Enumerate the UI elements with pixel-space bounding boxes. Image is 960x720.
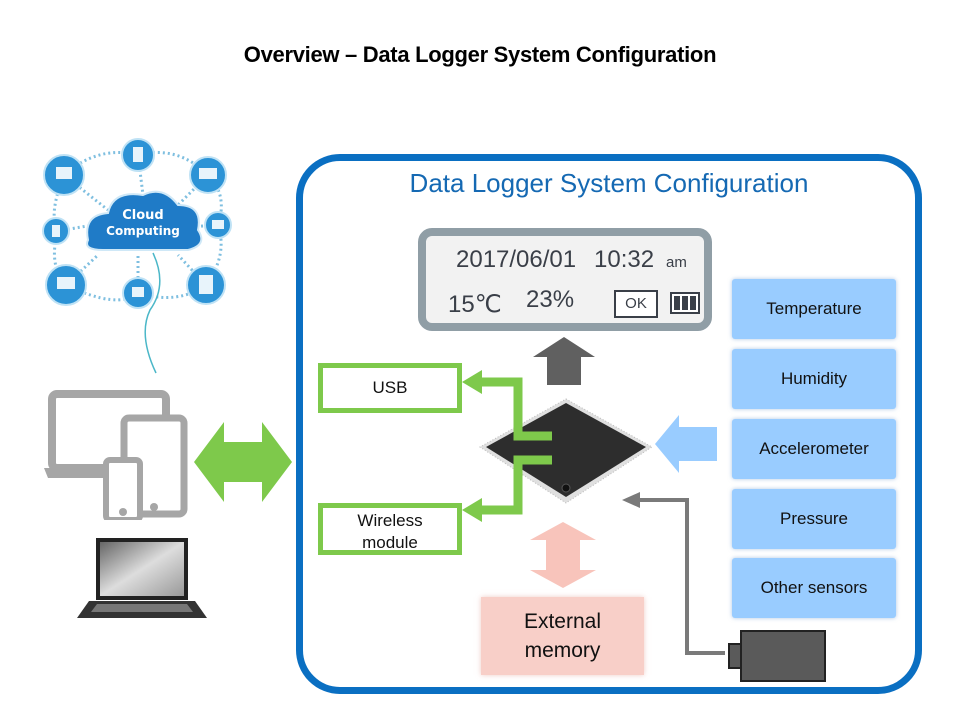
- memory-bidirectional-arrow-icon: [530, 522, 596, 588]
- wireless-module-box: Wireless module: [318, 503, 462, 555]
- arrow-to-chip-icon: [622, 492, 640, 508]
- arrow-to-wireless-icon: [462, 498, 482, 522]
- external-memory-box: External memory: [481, 597, 644, 675]
- connection-line: [144, 252, 161, 374]
- system-config-frame: [296, 154, 922, 694]
- battery-device-icon: [740, 630, 826, 682]
- sensor-other: Other sensors: [732, 558, 896, 618]
- lcd-ampm: am: [666, 254, 687, 271]
- usb-interface-box: USB: [318, 363, 462, 413]
- sensor-input-arrow-icon: [655, 415, 717, 473]
- cloud-computing-illustration: Cloud Computing: [42, 138, 232, 374]
- battery-icon: [670, 292, 700, 314]
- lcd-date: 2017/06/01: [456, 246, 577, 273]
- wireless-label-1: Wireless: [357, 511, 423, 530]
- cloud-icon: [86, 190, 203, 251]
- sensor-temperature: Temperature: [732, 279, 896, 339]
- lcd-temperature: 15℃: [448, 291, 502, 318]
- microcontroller-chip-icon: [479, 398, 653, 504]
- lcd-status-ok: OK: [614, 290, 658, 318]
- laptop-icon: [77, 538, 207, 618]
- arrow-to-usb-icon: [462, 370, 482, 394]
- frame-title: Data Logger System Configuration: [409, 168, 809, 198]
- lcd-humidity: 23%: [526, 286, 575, 313]
- bidirectional-arrow-icon: [194, 422, 292, 502]
- sensor-accelerometer: Accelerometer: [732, 419, 896, 479]
- sensor-humidity: Humidity: [732, 349, 896, 409]
- memory-label-2: memory: [524, 639, 601, 662]
- devices-icon: [44, 390, 188, 520]
- up-arrow-icon: [533, 337, 595, 385]
- wireless-label-2: module: [362, 533, 418, 552]
- lcd-time: 10:32: [594, 246, 655, 273]
- sensor-pressure: Pressure: [732, 489, 896, 549]
- page-title: Overview – Data Logger System Configurat…: [243, 42, 717, 67]
- device-connector: [622, 492, 725, 655]
- cloud-label-2: Computing: [106, 224, 180, 238]
- memory-label-1: External: [523, 610, 602, 633]
- cloud-label-1: Cloud: [122, 208, 164, 223]
- interface-connectors: [462, 370, 552, 522]
- lcd-display: 2017/06/01 10:32 am 15℃ 23% OK: [418, 228, 712, 331]
